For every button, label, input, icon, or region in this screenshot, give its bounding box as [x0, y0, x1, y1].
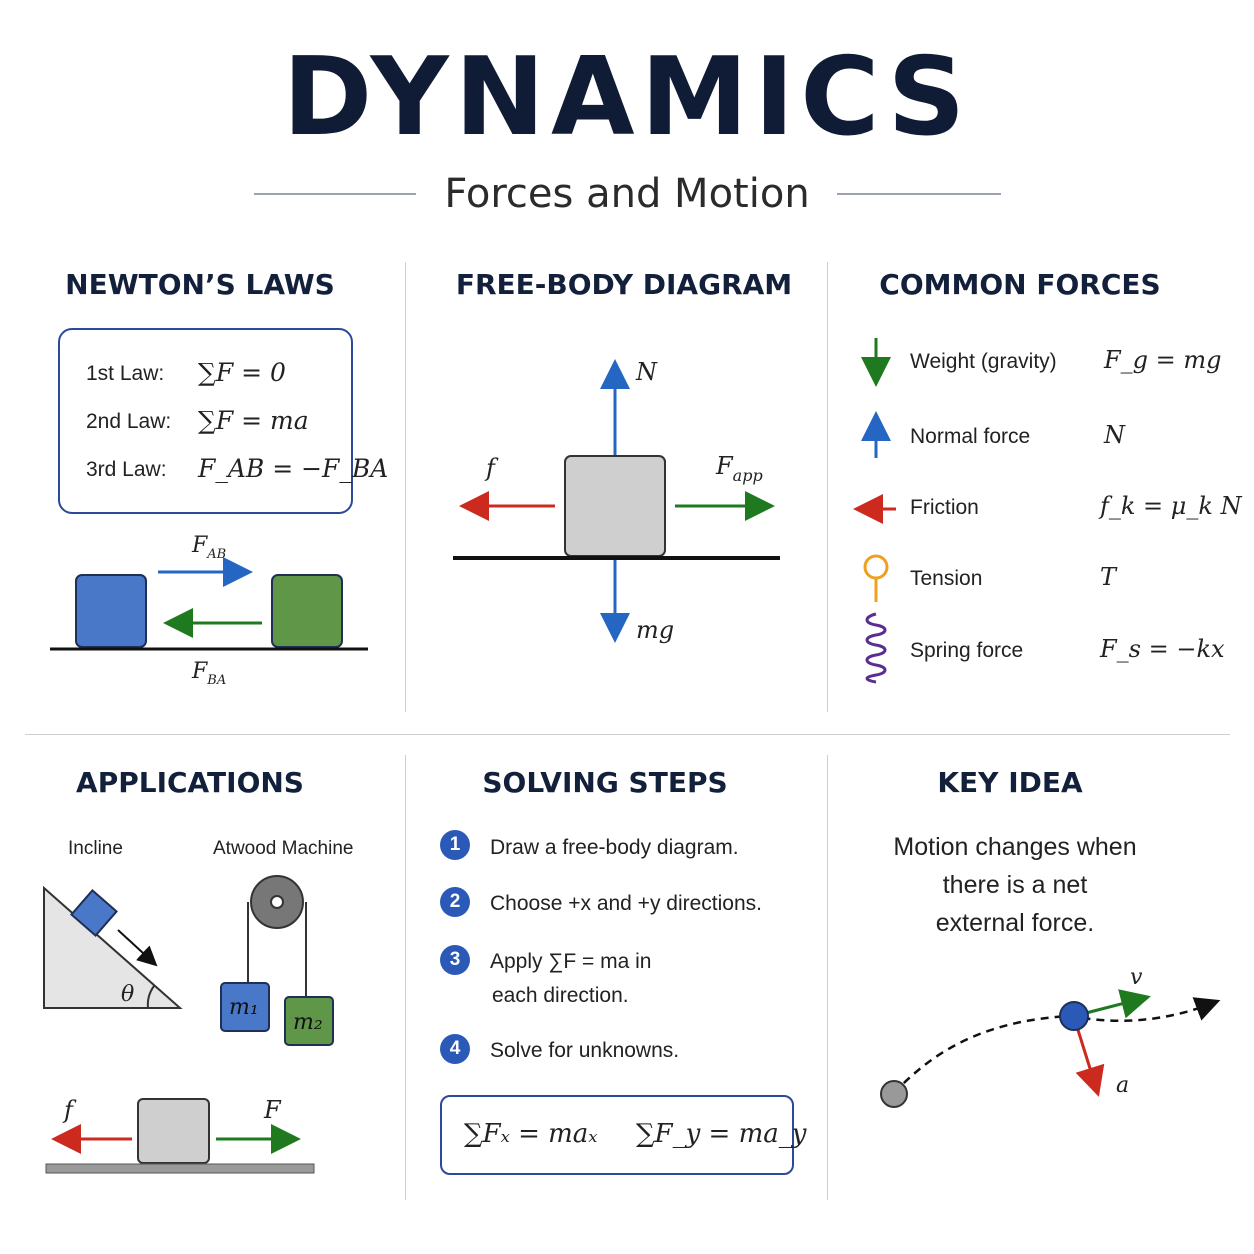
subtitle-rule-left	[254, 193, 416, 195]
law-row-1: 1st Law: ∑F = 0	[86, 358, 286, 387]
trajectory-arrow	[1192, 997, 1221, 1021]
solving-steps-title: SOLVING STEPS	[482, 766, 728, 799]
key-idea-line-3: external force.	[935, 909, 1095, 937]
force-name-weight: Weight (gravity)	[910, 350, 1057, 373]
step-3-badge: 3	[440, 945, 470, 975]
acceleration-arrow	[1075, 1029, 1105, 1097]
law-equation: ∑F = ma	[198, 406, 309, 435]
step-4-badge: 4	[440, 1034, 470, 1064]
force-eq-weight: F_g = mg	[1104, 346, 1222, 374]
step-3-text: Apply ∑F = ma in	[490, 950, 652, 973]
mass-2-label: m₂	[293, 1010, 323, 1035]
force-eq-tension: T	[1100, 563, 1117, 591]
newtons-laws-box: 1st Law: ∑F = 0 2nd Law: ∑F = ma 3rd Law…	[58, 328, 388, 514]
step-2-badge: 2	[440, 887, 470, 917]
label-f-ab: FAB	[191, 533, 226, 562]
step-4-text: Solve for unknowns.	[490, 1039, 680, 1062]
incline-ramp	[43, 885, 183, 1009]
divider-v2-bottom	[827, 755, 828, 1200]
key-idea-line-1: Motion changes when	[893, 833, 1137, 861]
force-eq-normal: N	[1104, 421, 1125, 449]
key-idea-text: Motion changes when there is a net exter…	[840, 828, 1190, 942]
law-equation: F_AB = −F_BA	[198, 454, 389, 483]
spring-icon	[865, 612, 887, 684]
angle-label: θ	[121, 982, 134, 1007]
law-label: 2nd Law:	[86, 410, 172, 433]
label-f-ba: FBA	[191, 659, 226, 688]
angle-arc	[146, 985, 155, 1009]
friction-label: f	[62, 1096, 77, 1124]
velocity-label: v	[1130, 965, 1143, 990]
sliding-block	[137, 1098, 210, 1164]
common-forces-title: COMMON FORCES	[879, 268, 1161, 301]
force-name-normal: Normal force	[910, 425, 1031, 448]
common-forces-icons	[853, 338, 896, 684]
ground-surface	[45, 1163, 315, 1174]
incline-label: Incline	[68, 838, 123, 859]
label-friction: f	[484, 454, 499, 482]
divider-v1-top	[405, 262, 406, 712]
component-equations-box: ∑Fₓ = maₓ ∑F_y = ma_y	[440, 1095, 806, 1175]
law-label: 3rd Law:	[86, 458, 167, 481]
component-eq-y: ∑F_y = ma_y	[636, 1119, 807, 1149]
law-row-2: 2nd Law: ∑F = ma	[86, 406, 309, 435]
free-body-diagram: N f Fapp mg	[453, 358, 780, 644]
page-subtitle: Forces and Motion	[444, 171, 810, 217]
applications-title: APPLICATIONS	[76, 766, 304, 799]
divider-v2-top	[827, 262, 828, 712]
acceleration-label: a	[1116, 1073, 1129, 1098]
law-label: 1st Law:	[86, 362, 165, 385]
block-a	[75, 574, 147, 648]
key-idea-title: KEY IDEA	[937, 766, 1083, 799]
atwood-label: Atwood Machine	[213, 838, 354, 859]
trajectory-path	[893, 1000, 1217, 1094]
motion-path-diagram: v a	[880, 965, 1221, 1108]
incline-block	[70, 889, 118, 937]
step-2-text: Choose +x and +y directions.	[490, 892, 762, 915]
divider-v1-bottom	[405, 755, 406, 1200]
rope-icon	[863, 554, 889, 602]
page-title: DYNAMICS	[282, 35, 972, 160]
applications-diagrams: θ m₁ m₂ f F	[43, 875, 334, 1174]
step-1-text: Draw a free-body diagram.	[490, 836, 739, 859]
force-name-spring: Spring force	[910, 639, 1024, 662]
step-3-text-line-2: each direction.	[492, 984, 629, 1007]
mass-2-block	[284, 996, 334, 1046]
component-eq-x: ∑Fₓ = maₓ	[464, 1119, 598, 1149]
subtitle-rule-right	[837, 193, 1001, 195]
start-ball	[880, 1080, 908, 1108]
label-weight: mg	[636, 616, 674, 644]
block	[564, 455, 666, 557]
mass-1-label: m₁	[229, 995, 259, 1020]
step-1-badge: 1	[440, 830, 470, 860]
law-equation: ∑F = 0	[198, 358, 286, 387]
block-b	[271, 574, 343, 648]
force-name-friction: Friction	[910, 496, 979, 519]
force-label: F	[263, 1096, 282, 1124]
law-row-3: 3rd Law: F_AB = −F_BA	[86, 454, 388, 483]
force-eq-spring: F_s = −kx	[1100, 635, 1225, 663]
mass-1-block	[220, 982, 270, 1032]
force-name-tension: Tension	[910, 567, 983, 590]
incline-motion-arrow	[117, 929, 158, 967]
divider-horizontal	[25, 734, 1230, 735]
label-applied: Fapp	[715, 452, 763, 485]
label-normal: N	[635, 358, 658, 386]
velocity-arrow	[1085, 989, 1151, 1019]
moving-ball	[1059, 1001, 1089, 1031]
newtons-laws-title: NEWTON’S LAWS	[65, 268, 335, 301]
third-law-diagram: FAB FBA	[50, 533, 368, 688]
pulley-axle	[270, 895, 284, 909]
key-idea-line-2: there is a net	[942, 871, 1088, 899]
force-eq-friction: f_k = μ_k N	[1100, 492, 1242, 520]
free-body-title: FREE-BODY DIAGRAM	[455, 268, 793, 301]
